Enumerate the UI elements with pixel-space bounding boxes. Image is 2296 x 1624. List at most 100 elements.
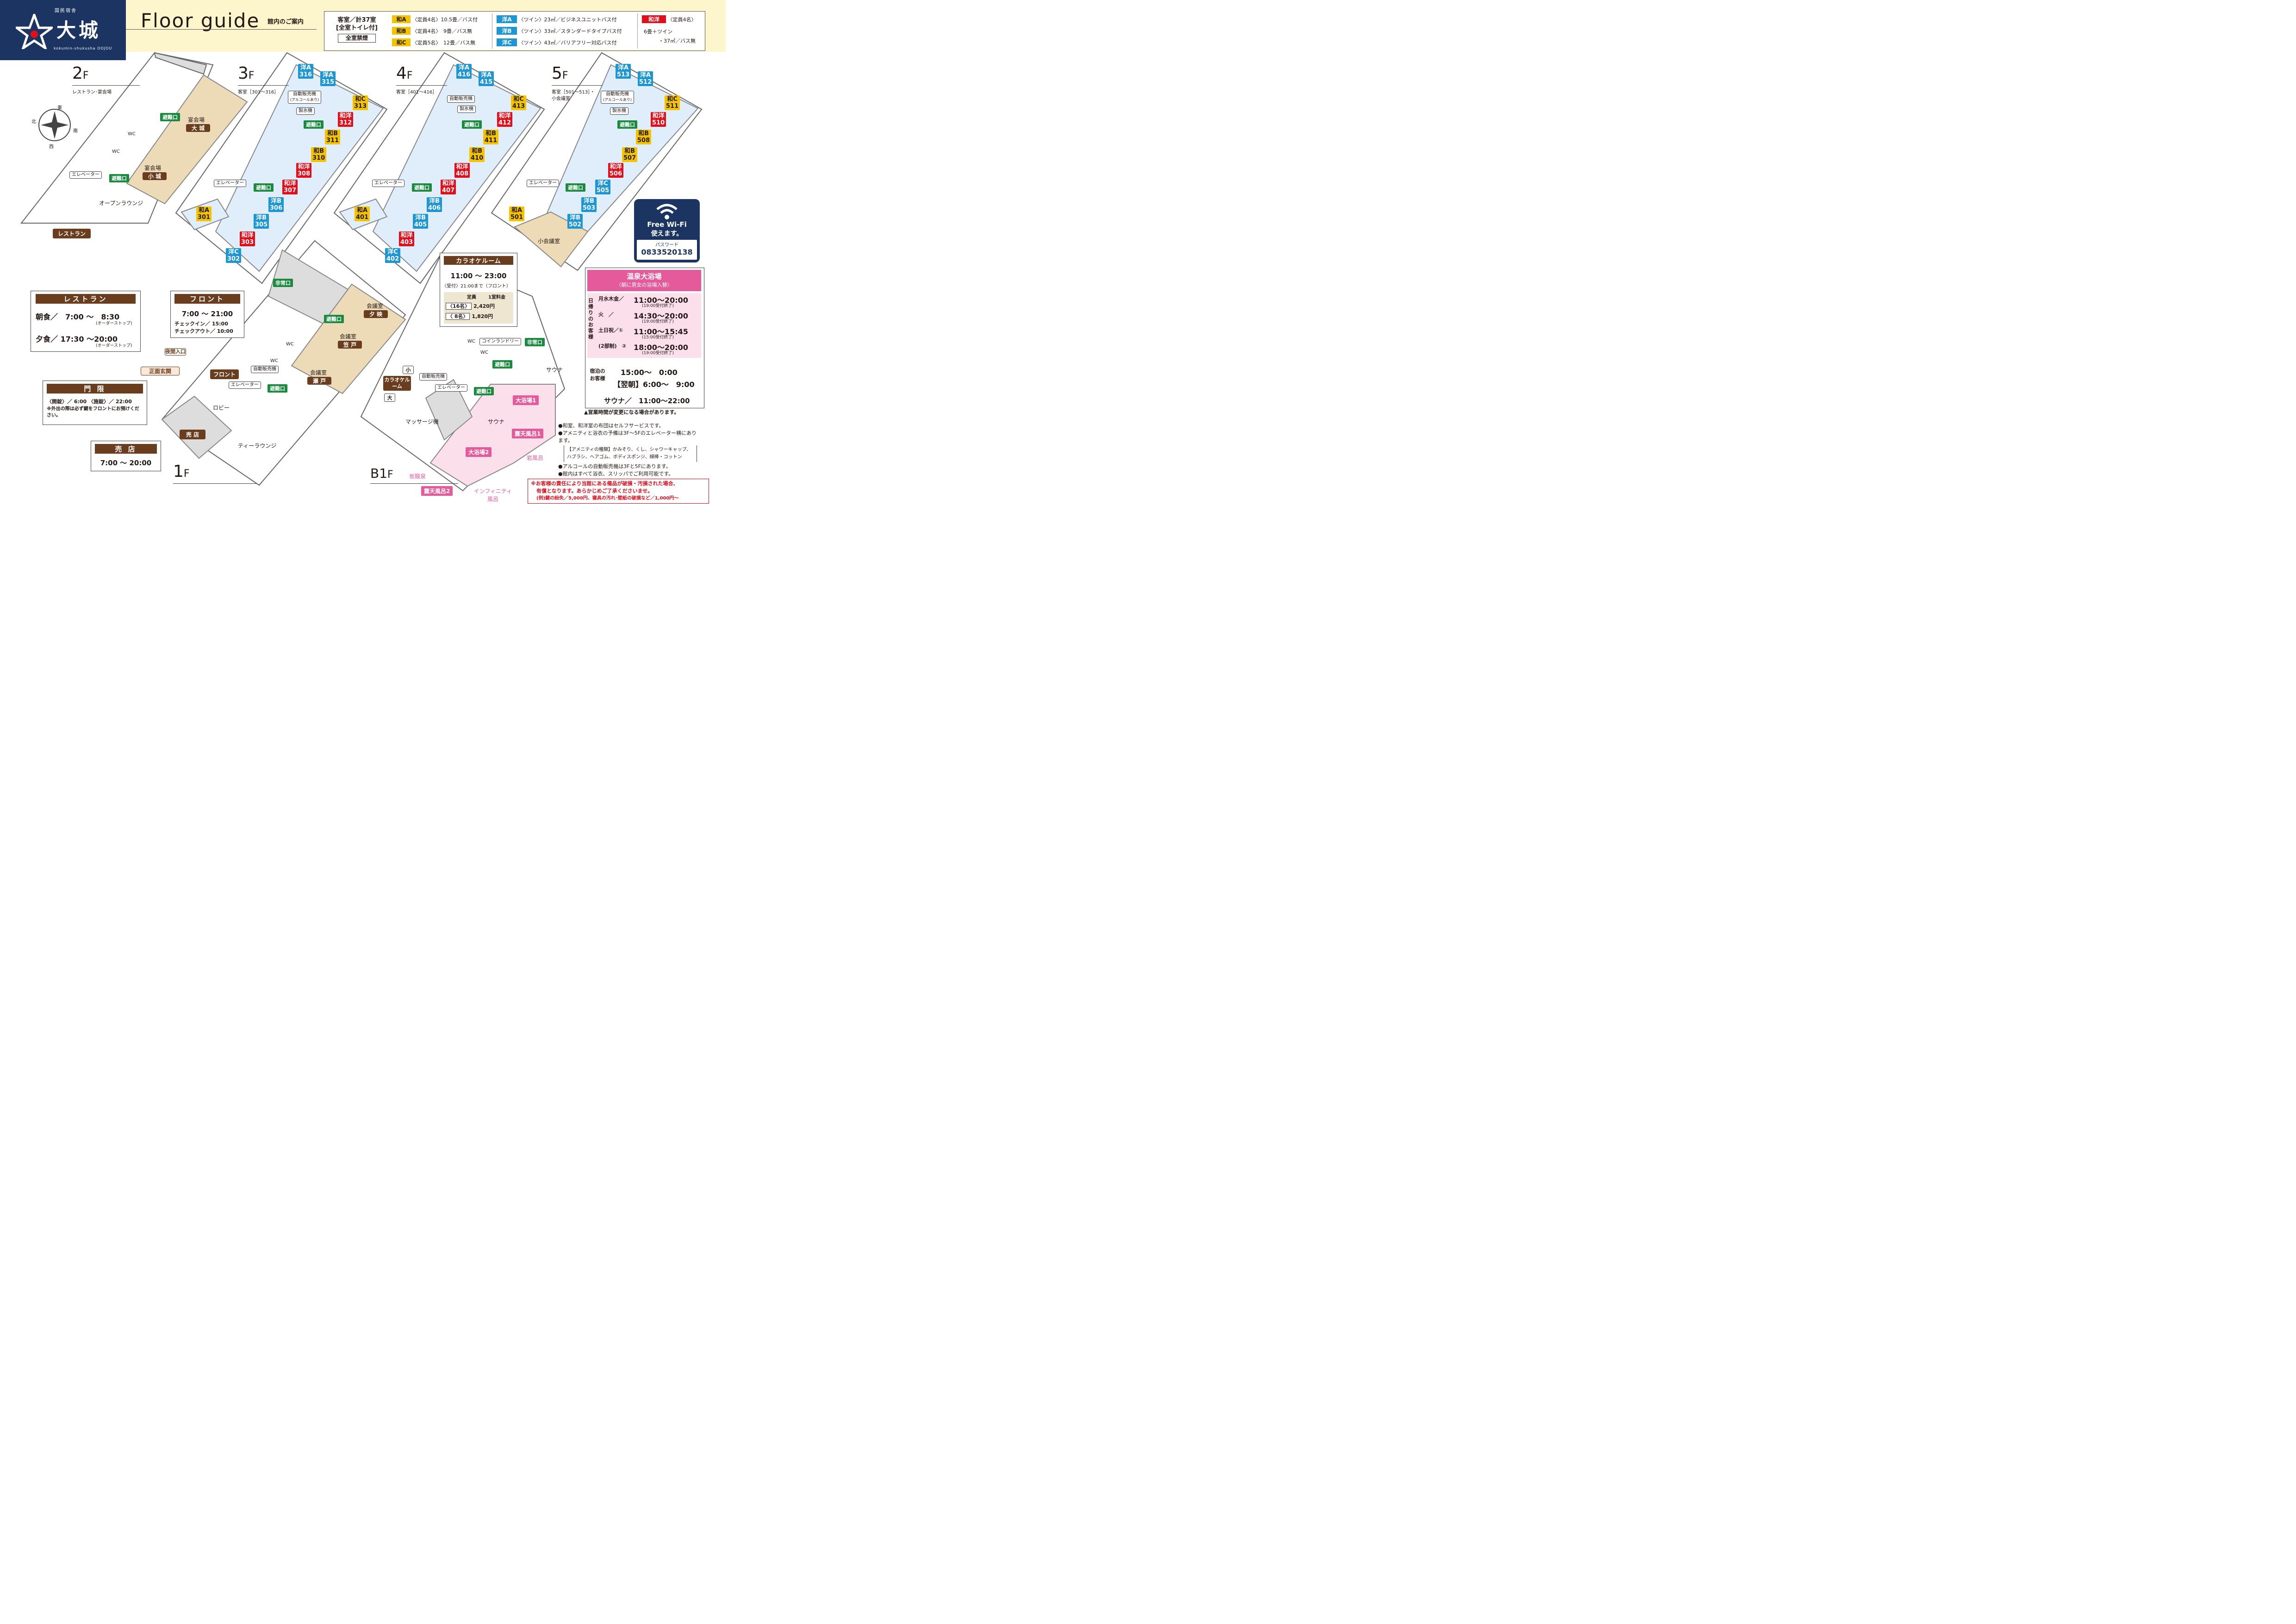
karaoke-row-small: 〈 8名〉 1,820円 [446, 312, 493, 320]
compass-icon [38, 109, 71, 141]
exit-b1f-a: 避難口 [492, 360, 512, 369]
elevator-2f: エレベーター [69, 171, 102, 179]
note-4: ●館内はすべて浴衣、スリッパでご利用可能です。 [558, 471, 674, 477]
compass-north: 北 [31, 119, 36, 125]
restaurant-info: レストラン 朝食／ 7:00 ～ 8:30 (オーダーストップ) 夕食／ 17:… [31, 291, 141, 352]
floor-4f-label: 4F [396, 64, 413, 83]
meeting-seto-label: 会議室 [310, 369, 327, 376]
shop-1f-label: 売 店 [180, 430, 205, 439]
onsen-row-time-3: 18:00～20:00 [634, 343, 688, 352]
front-checkin: チェックイン／ 15:00 [174, 321, 228, 327]
floor-4f-sub: 客室［401～416］ [396, 90, 437, 95]
legend-item-wa-c: 和C 〈定員5名〉 12畳／バス無 [392, 38, 475, 46]
page-title: Floor guide [141, 9, 260, 32]
exit-2f-a: 避難口 [160, 113, 180, 121]
open-lounge: オープンラウンジ [99, 200, 143, 206]
exit-2f-b: 避難口 [109, 174, 129, 182]
onsen-row-time-1: 14:30～20:00 [634, 312, 688, 320]
facility-notes: ●和室、和洋室の布団はセルフサービスです。 ●アメニティと浴衣の予備は3F～5F… [558, 422, 697, 478]
front-info: フロント 7:00 ～ 21:00 チェックイン／ 15:00 チェックアウト／… [170, 291, 244, 338]
warning-line-3: (例)鍵の紛失／5,000円、寝具の汚れ･壁紙の破損など／1,000円～ [536, 496, 679, 501]
exit-3f-b: 避難口 [254, 183, 274, 192]
legend-item-yo-b: 洋B 〈ツイン〉33㎡／スタンダードタイプバス付 [497, 27, 622, 35]
elevator-5f: エレベーター [527, 180, 559, 187]
wc-b1f-b: WC [480, 350, 488, 355]
exit-1f-b: 避難口 [268, 384, 287, 393]
karaoke-row-big: 〈16名〉 2,420円 [446, 302, 495, 310]
karaoke-reception: 〈受付〉21:00まで（フロント） [442, 284, 511, 289]
onsen-stay-label: 宿泊のお客様 [590, 368, 605, 381]
infinity-bath: インフィニティ風呂 [473, 488, 512, 502]
legend-toilet: [全室トイレ付] [336, 25, 378, 31]
open-air-bath-1: 露天風呂1 [512, 429, 544, 438]
elevator-3f: エレベーター [214, 180, 246, 187]
legend-item-wa-b: 和B 〈定員4名〉 9畳／バス無 [392, 27, 472, 35]
front-hours: 7:00 ～ 21:00 [181, 310, 233, 318]
note-1: ●和室、和洋室の布団はセルフサービスです。 [558, 423, 664, 429]
floor-2f-label: 2F [72, 64, 89, 83]
restaurant-breakfast: 朝食／ 7:00 ～ 8:30 [36, 312, 120, 321]
onsen-sauna: サウナ／ 11:00～22:00 [604, 397, 690, 405]
rock-bath: 岩風呂 [527, 455, 544, 461]
legend-rooms-total: 客室／計37室 [337, 17, 376, 24]
emergency-1f: 非常口 [273, 279, 293, 287]
curfew-info-title: 門 限 [47, 384, 143, 394]
warning-line-1: ※お客様の責任により当館にある備品が破損・汚損された場合、 [531, 481, 678, 487]
floor-3f-label: 3F [238, 64, 255, 83]
restaurant-2f-label: レストラン [53, 229, 91, 238]
legend-wayo-detail-1: 6畳＋ツイン [644, 29, 672, 35]
wifi-icon [656, 204, 678, 219]
wc-1f-a: WC [286, 342, 294, 347]
legend-no-smoking: 全室禁煙 [338, 34, 376, 43]
exit-5f-b: 避難口 [566, 183, 585, 192]
wc-2f-a: WC [128, 131, 136, 137]
meeting-kasado: 笠 戸 [338, 341, 362, 349]
meeting-yuba-label: 会議室 [367, 303, 384, 309]
shop-info-title: 売 店 [95, 444, 157, 454]
elevator-1f: エレベーター [229, 381, 261, 389]
emergency-b1f: 非常口 [525, 338, 545, 346]
onsen-subtitle: 〈朝に男女の浴場入替〉 [616, 282, 672, 288]
onsen-row-time-2: 11:00～15:45 [634, 327, 688, 336]
exit-5f-a: 避難口 [617, 120, 637, 129]
legend-item-wa-a: 和A 〈定員4名〉10.5畳／バス付 [392, 15, 478, 23]
restaurant-breakfast-note: (オーダーストップ) [96, 321, 132, 326]
tea-lounge: ティーラウンジ [238, 443, 277, 449]
exit-1f-a: 避難口 [324, 315, 344, 323]
curfew-times: 〈開錠〉／ 6:00 〈施錠〉／ 22:00 [47, 399, 132, 405]
wifi-panel: Free Wi-Fi 使えます。 パスワード 0833520138 [634, 199, 700, 262]
vending-3f: 自動販売機(アルコールあり) [288, 91, 322, 104]
exit-4f-b: 避難口 [412, 183, 432, 192]
exit-b1f-b: 避難口 [474, 387, 494, 395]
onsen-row-note-3: (19:00受付終了) [642, 351, 674, 356]
title-underline [126, 29, 317, 30]
wc-1f-b: WC [270, 358, 278, 363]
curfew-note: ※外出の際は必ず鍵をフロントにお預けください。 [47, 406, 139, 418]
page-title-jp: 館内のご案内 [268, 19, 304, 25]
note-2: ●アメニティと浴衣の予備は3F～5Fのエレベーター横にあります。 [558, 430, 697, 443]
banquet-kojou: 小 城 [143, 172, 167, 180]
room-legend: 客室／計37室 [全室トイレ付] 全室禁煙 和A 〈定員4名〉10.5畳／バス付… [324, 11, 705, 51]
